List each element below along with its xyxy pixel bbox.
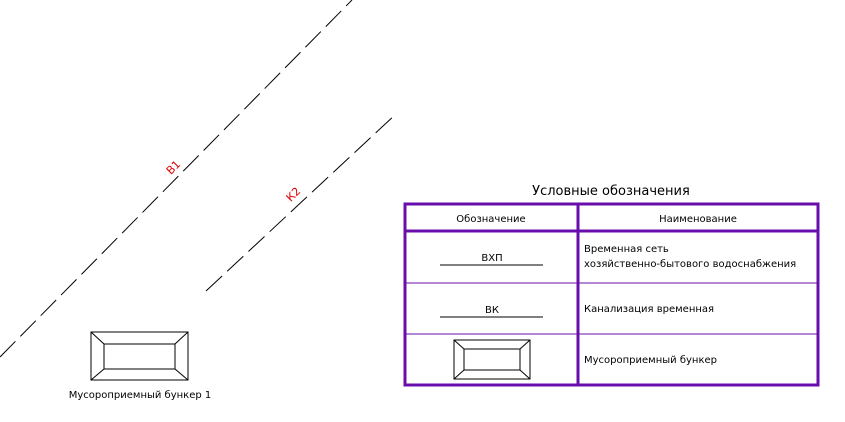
pipeline-v1-label: В1 xyxy=(164,158,183,177)
pipeline-k2-label: К2 xyxy=(284,185,304,205)
legend-title: Условные обозначения xyxy=(532,184,690,199)
waste-bunker-symbol[interactable] xyxy=(90,331,189,381)
legend-header-name: Наименование xyxy=(659,214,737,225)
waste-bunker-label: Мусороприемный бункер 1 xyxy=(69,390,212,401)
legend-row-name: Канализация временная xyxy=(584,304,714,315)
legend-header-symbol: Обозначение xyxy=(456,214,525,225)
legend-row-name: Мусороприемный бункер xyxy=(584,355,717,366)
legend-row-symbol-text: ВХП xyxy=(481,253,502,264)
pipeline-k2-line[interactable] xyxy=(205,112,398,292)
legend-table xyxy=(403,202,820,387)
legend-row-symbol-text: ВК xyxy=(485,305,499,316)
legend-bunker-symbol xyxy=(453,339,531,380)
legend-row-name: Временная сеть xyxy=(584,244,669,255)
legend-row-name: хозяйственно-бытового водоснабжения xyxy=(584,259,796,270)
pipeline-v1-line[interactable] xyxy=(0,0,353,358)
